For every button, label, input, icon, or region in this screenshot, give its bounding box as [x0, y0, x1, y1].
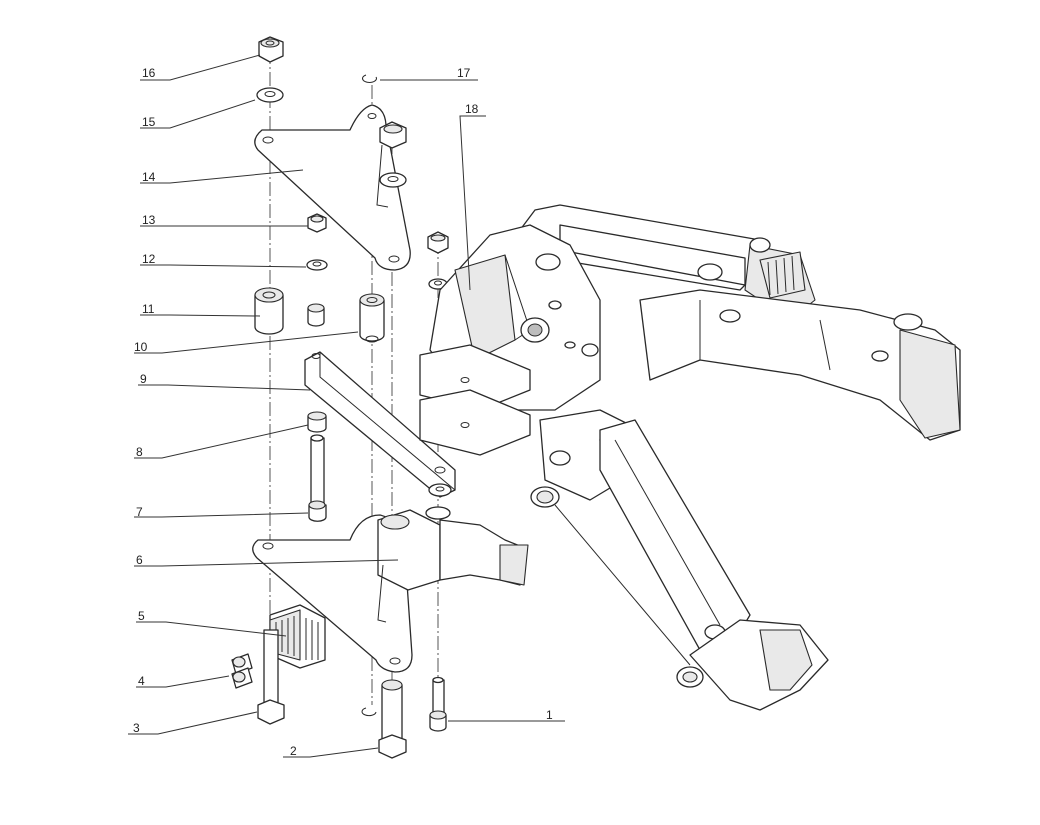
callout-1: 1 [546, 708, 553, 722]
callout-labels: 16 15 17 18 14 13 12 11 10 9 8 7 6 5 4 3… [133, 66, 553, 758]
callout-5: 5 [138, 609, 145, 623]
part-16-lock-nut [258, 36, 284, 63]
part-18-main-assembly [419, 204, 961, 711]
part-11-spacer-bushing [254, 287, 284, 335]
callout-13: 13 [142, 213, 156, 227]
right-nut-and-washer [427, 231, 449, 290]
callout-2: 2 [290, 744, 297, 758]
part-7-pin [308, 434, 327, 522]
callout-9: 9 [140, 372, 147, 386]
callout-11: 11 [142, 302, 155, 316]
callout-15: 15 [142, 115, 156, 129]
callout-17: 17 [457, 66, 471, 80]
callout-12: 12 [142, 252, 156, 266]
part-12-washer [306, 259, 328, 271]
leader-lines [128, 54, 565, 758]
callout-8: 8 [136, 445, 143, 459]
part-10-bushing [359, 293, 385, 343]
part-3-bolt [257, 629, 285, 725]
part-14-upper-link-plate [254, 104, 411, 271]
callout-7: 7 [136, 505, 143, 519]
part-15-washer [256, 87, 284, 103]
callout-18: 18 [465, 102, 479, 116]
callout-4: 4 [138, 674, 145, 688]
callout-14: 14 [142, 170, 156, 184]
callout-16: 16 [142, 66, 156, 80]
part-13-nut [307, 213, 327, 233]
upper-gripper-teeth [759, 251, 806, 299]
part-8-bush [307, 411, 327, 433]
small-bush [307, 303, 325, 327]
part-1-bolt [429, 676, 447, 732]
part-9-link-arm [304, 351, 456, 498]
part-6-lower-bracket [252, 506, 529, 673]
upper-nut-and-washer [376, 121, 407, 208]
callout-10: 10 [134, 340, 148, 354]
callout-6: 6 [136, 553, 143, 567]
part-17-circlip [362, 74, 377, 83]
lower-circlip [361, 707, 377, 717]
callout-3: 3 [133, 721, 140, 735]
part-4-set-screws [231, 653, 253, 689]
part-2-shouldered-pin [378, 679, 407, 759]
